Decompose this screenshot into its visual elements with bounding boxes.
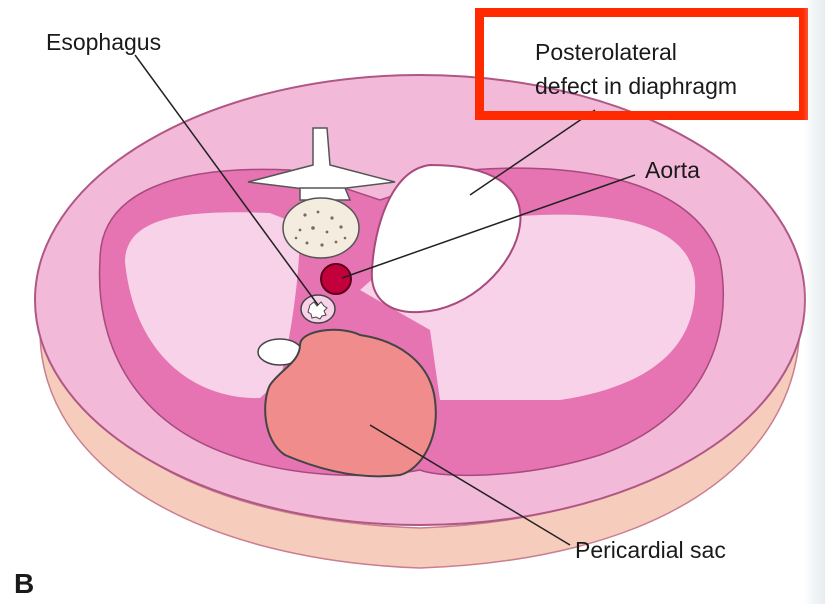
aorta-label: Aorta bbox=[645, 156, 700, 184]
aorta bbox=[321, 264, 351, 294]
pericardial-sac-label: Pericardial sac bbox=[575, 536, 726, 564]
esophagus bbox=[301, 295, 335, 323]
esophagus-label: Esophagus bbox=[46, 28, 161, 56]
defect-label-line2: defect in diaphragm bbox=[535, 72, 737, 100]
defect-label-line1: Posterolateral bbox=[535, 38, 677, 66]
page-shadow bbox=[803, 0, 825, 604]
panel-letter: B bbox=[14, 568, 34, 600]
